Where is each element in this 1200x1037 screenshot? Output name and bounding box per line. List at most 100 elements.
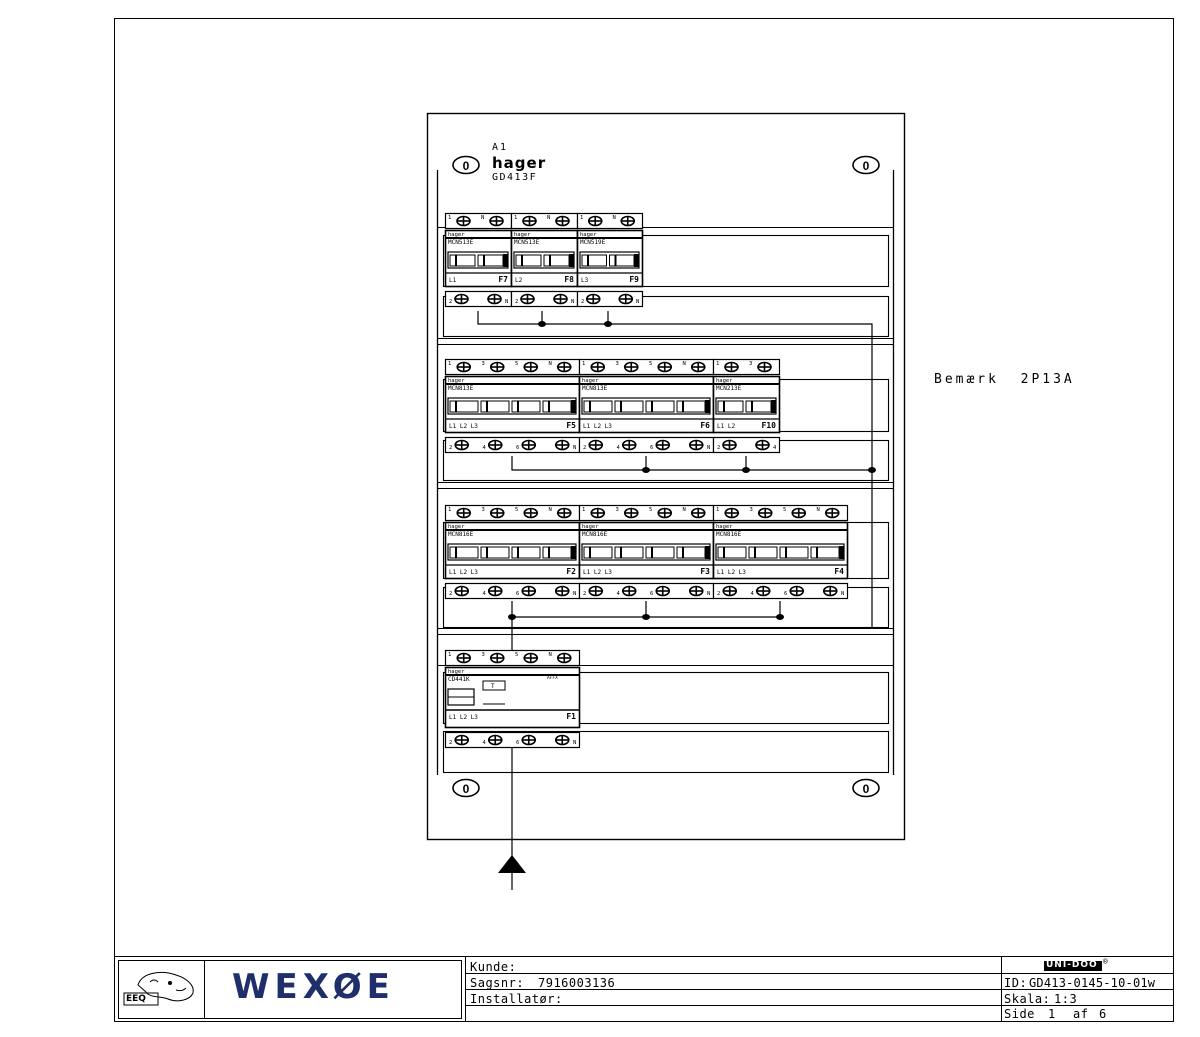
side-value: 1 [1048,1007,1056,1021]
terminal-label: 2 [449,299,452,305]
svg-text:0: 0 [463,782,470,796]
breaker-poles: L1 L2 L3 [717,569,746,576]
breaker-id: F5 [566,421,576,430]
breaker-type: MCN816E [448,531,474,538]
side-label: Side [1004,1007,1035,1021]
terminal-label: 4 [773,445,777,451]
terminal-label: N [573,740,576,746]
terminal-label: 4 [483,740,487,746]
terminal-label: N [481,215,484,221]
af-label: af [1073,1007,1089,1021]
sagsnr-label: Sagsnr: [470,976,525,990]
breaker-type: MCN816E [716,531,742,538]
breaker-id: F10 [762,421,777,430]
terminal-label: N [573,591,576,597]
breaker-poles: L3 [581,277,589,284]
brand-mark: hager [514,232,531,238]
terminal-label: 3 [616,507,619,513]
terminal-label: N [613,215,616,221]
unidoo-name: UNI-DOO [1046,960,1098,970]
bus-row-2 [511,456,872,471]
eeq-logo-text: EEQ [126,994,146,1004]
terminal-label: 6 [784,591,787,597]
terminal-label: 5 [649,507,652,513]
brand-mark: hager [716,378,733,384]
breaker-id: F6 [700,421,710,430]
terminal-label: N [683,507,686,513]
sagsnr-value: 7916003136 [538,976,616,990]
terminal-label: N [817,507,820,513]
cabinet-note-text: Bemærk 2P13A [934,372,1075,387]
terminal-label: N [549,507,552,513]
terminal-label: N [683,361,686,367]
terminal-label: 6 [650,445,653,451]
terminal-label: 4 [483,591,487,597]
neutral-bus-row-1 [477,311,873,628]
breaker-type: MCN813E [582,385,608,392]
terminal-label: 5 [649,361,652,367]
unidoo-logo-text: UNI-DOO [1046,961,1098,970]
terminal-label: 2 [583,591,586,597]
breaker-id: F7 [498,275,508,284]
terminal-label: 1 [580,215,583,221]
cabinet-note: Bemærk 2P13A [934,373,1075,386]
wire-junction [642,467,650,473]
svg-text:0: 0 [863,159,870,173]
brand-mark: hager [582,378,599,384]
terminal-label: 4 [617,591,621,597]
svg-text:0: 0 [463,159,470,173]
eeq-logo [123,972,194,1006]
terminal-label: 3 [482,507,485,513]
kunde-label: Kunde: [470,960,517,974]
brand-mark: hager [448,524,465,530]
terminal-label: N [571,299,574,305]
breaker-poles: L2 [515,277,523,284]
breaker-id: F8 [564,275,574,284]
terminal-label: 4 [617,445,621,451]
terminal-label: N [573,445,576,451]
breaker-id: F9 [629,275,639,284]
wire-junction [776,614,784,620]
terminal-label: 6 [650,591,653,597]
cabinet-designation: A1 [492,142,509,153]
af-value: 6 [1099,1007,1107,1021]
breaker-type: MCN519E [580,239,606,246]
terminal-label: N [707,445,710,451]
terminal-label: 3 [482,361,485,367]
wire-junction [642,614,650,620]
breaker-poles: L1 L2 L3 [449,569,478,576]
terminal-label: N [549,361,552,367]
terminal-label: 5 [515,361,518,367]
terminal-label: 2 [449,445,452,451]
terminal-label: 2 [717,591,720,597]
terminal-label: 3 [616,361,619,367]
terminal-label: 6 [516,740,519,746]
screw-bottom-right: 0 [852,778,880,798]
terminal-label: 2 [717,445,720,451]
breaker-type: MCN813E [448,385,474,392]
terminal-label: 1 [448,215,451,221]
skala-label: Skala: [1004,992,1051,1006]
terminal-label: 2 [515,299,518,305]
installator-label: Installatør: [470,992,563,1006]
terminal-label: 1 [582,507,585,513]
title-block [114,956,1174,1022]
brand-mark: hager [448,669,465,675]
brand-mark: hager [448,232,465,238]
brand-mark: hager [582,524,599,530]
breaker-type: MCN213E [716,385,742,392]
terminal-label: 1 [582,361,585,367]
brand-mark: hager [580,232,597,238]
incoming-feed-arrow [498,747,526,890]
breaker-poles: L1 L2 [717,423,735,430]
svg-text:0: 0 [863,782,870,796]
